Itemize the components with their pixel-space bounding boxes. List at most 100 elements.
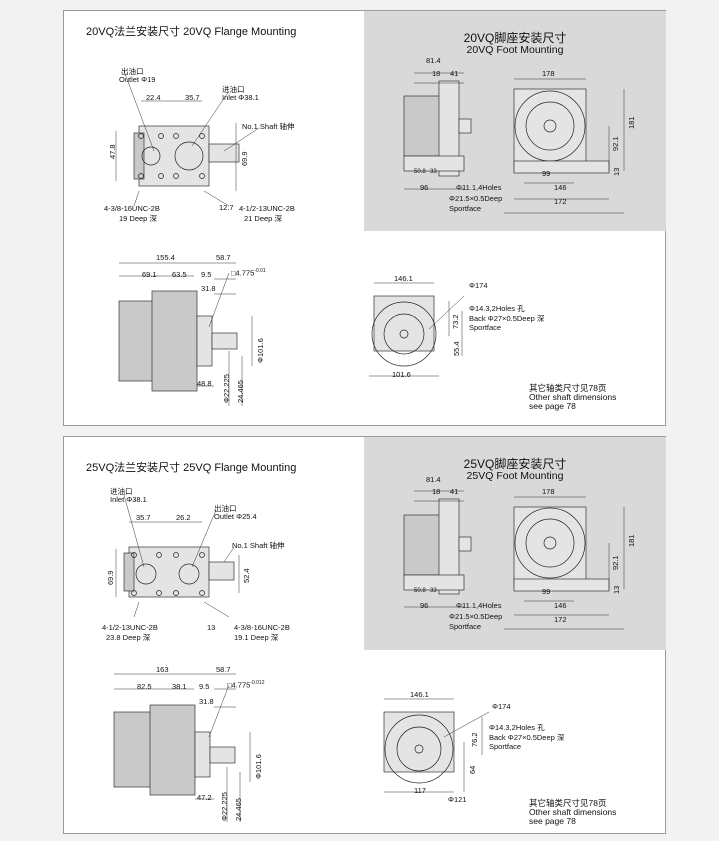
foot-dim-96: 96 — [420, 183, 429, 192]
drawing-20vq — [115, 70, 625, 406]
dim-31-8: 31.8 — [199, 697, 214, 706]
foot-back: Φ21.5×0.5Deep — [449, 194, 503, 203]
dim-48-8: 48.8 — [197, 379, 212, 388]
dim-69-9: 69.9 — [106, 570, 115, 585]
dim-35-7: 35.7 — [136, 513, 151, 522]
foot-dim-178: 178 — [542, 487, 555, 496]
front-dim-55-4: 55.4 — [452, 341, 461, 356]
outlet-label-cn: 出油口 — [121, 67, 144, 76]
front-dim-146-1: 146.1 — [394, 274, 413, 283]
foot-dim-172: 172 — [554, 197, 567, 206]
outlet-label: Outlet Φ19 — [119, 75, 156, 84]
foot-dim-181: 181 — [627, 116, 636, 129]
foot-sportface: Sportface — [449, 622, 482, 631]
front-dim-146-1: 146.1 — [410, 690, 429, 699]
dim-phi101-6: Φ101.6 — [256, 338, 265, 363]
note-en-1: Other shaft dimensions — [529, 807, 617, 817]
front-dim-73-2: 73.2 — [451, 314, 460, 329]
foot-sportface: Sportface — [449, 204, 482, 213]
dim-63-5: 63.5 — [172, 270, 187, 279]
front-holes: Φ14.3,2Holes 孔 — [469, 304, 525, 313]
outlet-label: Outlet Φ25.4 — [214, 512, 257, 521]
key-width: □4.775-0.012 — [227, 680, 265, 690]
note-cn: 其它轴类尺寸见78页 — [529, 383, 607, 393]
dim-58-7: 58.7 — [216, 253, 231, 262]
front-dim-117: 117 — [414, 786, 426, 795]
flange-title: 25VQ法兰安装尺寸 25VQ Flange Mounting — [86, 462, 297, 474]
foot-dim-18: 18 — [432, 69, 441, 78]
foot-back: Φ21.5×0.5Deep — [449, 612, 503, 621]
deep-left: 23.8 Deep 深 — [106, 633, 151, 642]
foot-holes: Φ11.1,4Holes — [456, 601, 502, 610]
key-width: □4.775-0.01 — [231, 268, 266, 278]
foot-dim-178: 178 — [542, 69, 555, 78]
front-view — [383, 698, 490, 793]
foot-view — [403, 490, 625, 630]
foot-view — [403, 72, 625, 214]
dim-9-5: 9.5 — [201, 270, 212, 279]
front-back: Back Φ27×0.5Deep 深 — [469, 314, 545, 323]
dim-24-465: 24.465 — [234, 798, 243, 821]
front-dim-phi121: Φ121 — [448, 795, 467, 804]
outlet-label-cn: 出油口 — [214, 504, 237, 513]
foot-dim-50-8: 50.8 — [414, 169, 426, 175]
note-en-1: Other shaft dimensions — [529, 392, 617, 402]
side-view — [113, 673, 251, 822]
inlet-label-cn: 进油口 — [110, 487, 133, 496]
foot-dim-41: 41 — [450, 69, 459, 78]
dim-69-9: 69.9 — [240, 151, 249, 166]
dim-47-2: 47.2 — [197, 793, 212, 802]
dim-phi22-225: Φ22.225 — [222, 374, 231, 403]
dim-26-2: 26.2 — [176, 513, 191, 522]
foot-dim-181: 181 — [627, 534, 636, 547]
front-dim-76-2: 76.2 — [470, 732, 479, 747]
dim-163: 163 — [156, 665, 169, 674]
front-dim-phi174: Φ174 — [469, 281, 488, 290]
note-en-2: see page 78 — [529, 816, 576, 826]
dim-phi101-6: Φ101.6 — [254, 754, 263, 779]
note-cn: 其它轴类尺寸见78页 — [529, 798, 607, 808]
thread-left: 4-3/8-16UNC-2B — [104, 204, 160, 213]
deep-left: 19 Deep 深 — [119, 214, 157, 223]
front-sportface: Sportface — [489, 742, 522, 751]
deep-right: 21 Deep 深 — [244, 214, 282, 223]
foot-dim-50-8: 50.8 — [414, 588, 426, 594]
thread-right: 4-1/2-13UNC-2B — [239, 204, 295, 213]
inlet-label-cn: 进油口 — [222, 85, 245, 94]
foot-dim-146: 146 — [554, 601, 567, 610]
side-view — [118, 262, 253, 406]
dim-52-4: 52.4 — [242, 568, 251, 583]
drawing-25vq — [113, 490, 625, 822]
foot-dim-13: 13 — [612, 167, 621, 176]
foot-dim-92-1: 92.1 — [611, 136, 620, 151]
foot-dim-172: 172 — [554, 615, 567, 624]
foot-dim-13: 13 — [612, 585, 621, 594]
inlet-label: Inlet Φ38.1 — [222, 93, 259, 102]
foot-dim-41: 41 — [450, 487, 459, 496]
foot-dim-81-4: 81.4 — [426, 475, 441, 484]
panel-25vq: 25VQ法兰安装尺寸 25VQ Flange Mounting 进油口 Inle… — [63, 436, 666, 834]
shaft-label: No.1 Shaft 轴伸 — [242, 122, 295, 131]
foot-title-cn: 25VQ脚座安装尺寸 — [463, 457, 567, 471]
front-dim-64: 64 — [468, 765, 477, 774]
foot-dim-92-1: 92.1 — [611, 555, 620, 570]
dim-82-5: 82.5 — [137, 682, 152, 691]
foot-dim-33: 33 — [430, 169, 437, 175]
foot-title-en: 25VQ Foot Mounting — [466, 470, 564, 482]
panel-20vq: 20VQ法兰安装尺寸 20VQ Flange Mounting 出油口 Outl… — [63, 10, 666, 426]
dim-phi22-225: Φ22.225 — [220, 792, 229, 821]
foot-holes: Φ11.1,4Holes — [456, 183, 502, 192]
foot-dim-18: 18 — [432, 487, 441, 496]
dim-22-4: 22.4 — [146, 93, 161, 102]
thread-left: 4-1/2-13UNC-2B — [102, 623, 158, 632]
foot-dim-96: 96 — [420, 601, 429, 610]
note-en-2: see page 78 — [529, 401, 576, 411]
front-sportface: Sportface — [469, 323, 502, 332]
dim-9-5: 9.5 — [199, 682, 210, 691]
front-back: Back Φ27×0.5Deep 深 — [489, 733, 565, 742]
dim-24-465: 24.465 — [236, 380, 245, 403]
dim-155-4: 155.4 — [156, 253, 175, 262]
dim-12-7: 12.7 — [219, 203, 234, 212]
front-view — [369, 282, 465, 377]
foot-title-en: 20VQ Foot Mounting — [466, 44, 564, 56]
